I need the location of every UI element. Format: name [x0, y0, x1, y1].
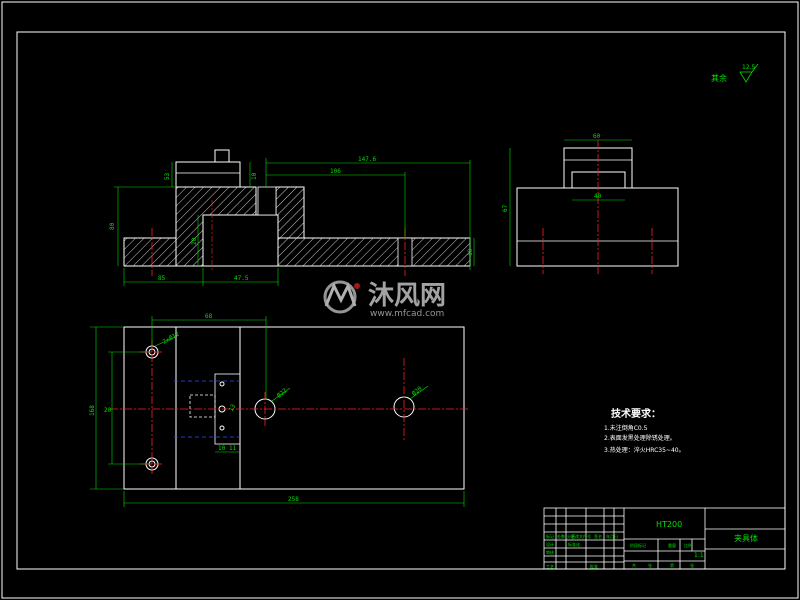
tb-label-approve: 批准	[590, 563, 598, 569]
tb-label-std: 标准化	[568, 541, 580, 547]
tb-label-sign: 签名	[594, 533, 602, 539]
top-view-dimension-texts: 68 20 168 258 10 11 13 2xØ12 Ø22 Ø20	[89, 313, 424, 503]
watermark: 沐风网 www.mfcad.com	[323, 280, 446, 319]
dim-overall-width: 168	[89, 405, 96, 416]
tb-label-design: 设计	[546, 541, 554, 547]
front-view-dimension-texts: 147.6 106 80 53 85 47.5 20 10 10	[109, 156, 474, 282]
tb-label-mark: 标记	[546, 533, 554, 539]
side-view-dimensions	[509, 139, 632, 266]
tech-req-title: 技术要求：	[611, 407, 661, 420]
inner-frame	[16, 31, 786, 570]
top-view-centerlines	[110, 340, 470, 476]
tb-label-weight: 重量	[668, 542, 676, 548]
dim-slot-b: 11	[229, 445, 237, 452]
roughness-symbol-icon	[739, 63, 759, 83]
tb-label-sheet-no: 第	[670, 562, 674, 568]
watermark-url: www.mfcad.com	[370, 309, 444, 319]
scale: 1:1	[694, 552, 704, 559]
title-block	[543, 507, 786, 570]
dim-corner-holes: 2xØ12	[162, 330, 181, 345]
surface-roughness-value: 12.5	[742, 64, 756, 71]
front-view	[123, 149, 471, 276]
surface-roughness-label: 其余	[711, 73, 727, 83]
dim-to-hole: 106	[330, 168, 341, 175]
tb-label-date: 年月日	[606, 533, 618, 539]
dim-slot: 40	[594, 193, 602, 200]
tech-req-item: 1.未注倒角C0.5	[604, 424, 648, 432]
tech-req-item: 2.表面发黑处理除锈处理。	[604, 434, 676, 442]
part-name: 夹具体	[734, 533, 758, 543]
top-view-dimensions	[90, 316, 465, 507]
dim-pin-offset: 10	[251, 172, 258, 180]
top-view	[123, 326, 465, 490]
dim-overall-right: 147.6	[358, 156, 376, 163]
dim-hole-spacing: 68	[205, 313, 213, 320]
tb-label-zone: 分区	[567, 533, 575, 539]
dim-slot-depth: 20	[191, 237, 198, 245]
dim-overall-height: 67	[502, 204, 509, 212]
tb-label-stage: 阶段标记	[630, 542, 646, 548]
side-view-dimension-texts: 60 40 67	[502, 133, 602, 212]
side-view	[516, 140, 679, 274]
tb-label-total: 共	[632, 562, 636, 568]
dim-slot-width: 47.5	[234, 275, 249, 282]
dim-pin-depth: 13	[228, 403, 238, 413]
tb-label-process: 工艺	[546, 564, 554, 569]
dim-base-thickness: 10	[467, 248, 474, 256]
tb-label-doc: 更改文件号	[571, 533, 591, 539]
tb-label-review: 审核	[546, 549, 554, 555]
tb-label-scale: 比例	[684, 542, 692, 548]
surface-roughness-note: 其余 12.5	[711, 63, 759, 83]
dim-height: 80	[109, 222, 116, 230]
dim-hole-b: Ø20	[411, 385, 424, 398]
tech-req-item: 3.热处理：淬火HRC35~40。	[604, 446, 685, 454]
dim-top-block: 53	[164, 172, 171, 180]
tb-label-sheet: 张	[690, 562, 694, 568]
dim-hole-a: Ø22	[276, 387, 289, 400]
dim-center-offset: 20	[104, 407, 112, 414]
top-view-hidden-lines	[174, 380, 240, 438]
mfcad-logo-icon	[323, 280, 360, 314]
dim-left-base: 85	[158, 275, 166, 282]
dim-top-width: 60	[593, 133, 601, 140]
title-block-texts: HT200 夹具体 1:1 标记 处数 分区 更改文件号 签名 年月日 设计 标…	[546, 520, 758, 569]
tb-label-sheets: 张	[648, 562, 652, 568]
front-view-dimensions	[114, 158, 475, 286]
technical-requirements: 技术要求： 1.未注倒角C0.5 2.表面发黑处理除锈处理。 3.热处理：淬火H…	[604, 407, 685, 454]
dim-overall-length: 258	[288, 496, 299, 503]
material: HT200	[656, 520, 682, 529]
tb-label-count: 处数	[557, 533, 565, 539]
dim-slot-a: 10	[218, 445, 226, 452]
watermark-brand: 沐风网	[368, 281, 446, 311]
